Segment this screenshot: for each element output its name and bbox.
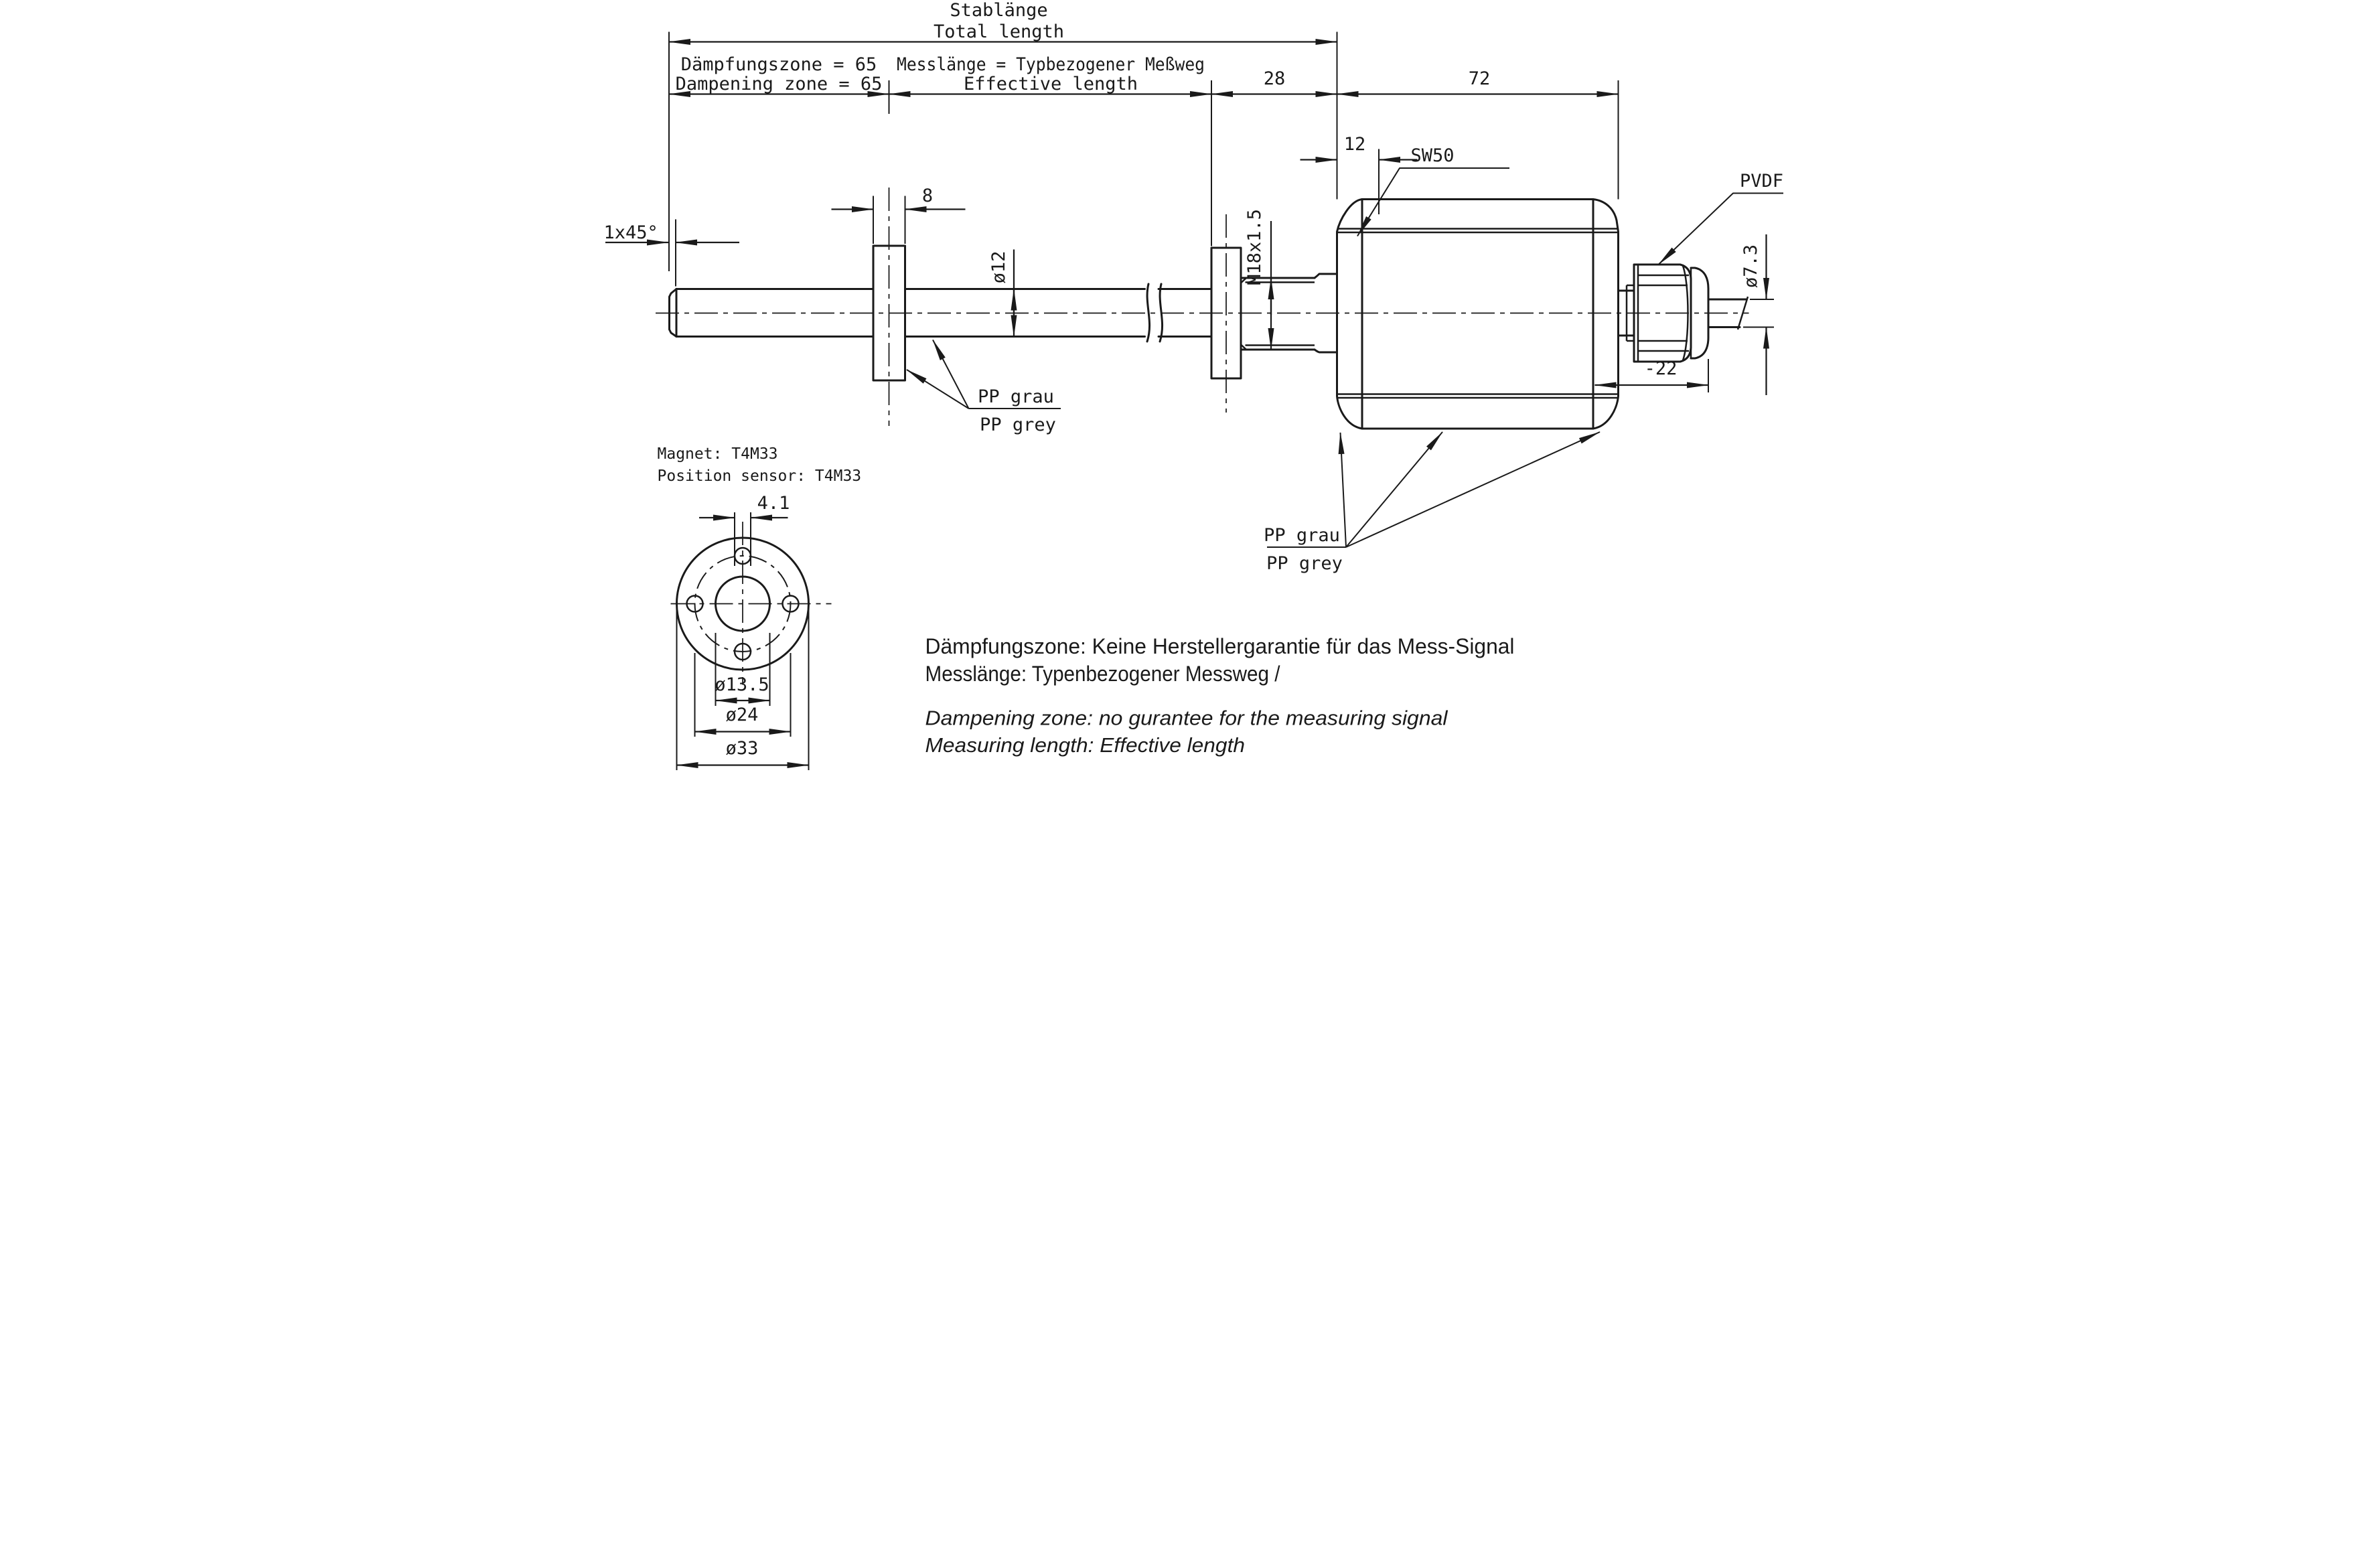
dimension-lines [605,39,1769,768]
dim-text-thread: M18x1.5 [1244,209,1265,285]
dim-text-rod-dia: ø12 [988,251,1009,284]
note-en-line2: Measuring length: Effective length [925,733,1245,757]
label-pp-grey-right: PP grey [1266,553,1343,574]
pvdf-leader [1657,192,1783,265]
rod-break-line [1159,283,1163,343]
dim-text-72: 72 [1468,68,1490,89]
rod-break-line [1146,283,1150,343]
note-block: Dämpfungszone: Keine Herstellergarantie … [925,634,1514,757]
label-pvdf: PVDF [1739,171,1783,192]
bolt-circle-d24 [694,555,791,652]
hole-right [781,595,800,613]
label-pp-grau-left: PP grau [978,386,1054,407]
label-pp-grey-left: PP grey [980,415,1056,435]
note-de-line2: Messlänge: Typenbezogener Messweg / [925,662,1280,686]
sensor-dimension-drawing: Stablänge Total length Dämpfungszone = 6… [603,0,1783,770]
magnet-ring-side-view [872,244,906,382]
label-total-length: Total length [933,21,1063,42]
gland-dome-pvdf [1690,267,1709,360]
label-stablaenge: Stablänge [950,0,1047,21]
center-hole-d135 [714,575,771,632]
label-dampening-zone: Dampening zone = 65 [675,74,882,94]
sensor-rod [668,283,1212,343]
label-magnet-type: Magnet: T4M33 [657,445,777,463]
sw50-leader [1356,167,1509,237]
label-pp-grau-right: PP grau [1264,525,1340,546]
label-chamfer-1x45: 1x45° [603,222,658,243]
thread-neck-top [1313,273,1338,279]
cable-cut-line [1736,296,1749,330]
thread-neck-bottom [1313,348,1338,354]
label-position-sensor-type: Position sensor: T4M33 [657,467,861,485]
magnet-front-view [675,536,810,671]
hole-left [685,595,704,613]
label-effective-length: Effective length [963,74,1137,94]
technical-drawing-page: Stablänge Total length Dämpfungszone = 6… [595,0,1785,772]
pp-flange-side-view [1210,246,1242,380]
dim-text-d33: ø33 [725,738,758,759]
dim-text-8: 8 [921,186,932,206]
centerlines [655,188,1749,685]
dim-text-28: 28 [1263,68,1285,89]
label-messlaenge: Messlänge = Typbezogener Meßweg [897,54,1205,75]
thread-section [1240,273,1338,354]
note-de-line1: Dämpfungszone: Keine Herstellergarantie … [925,634,1514,658]
leader-lines [905,167,1783,548]
outer-circle-d33 [675,536,810,671]
drawing-labels: Stablänge Total length Dämpfungszone = 6… [603,0,1783,759]
hole-bottom [733,642,751,661]
dim-text-cable-dia: ø7.3 [1740,244,1761,288]
label-sw50: SW50 [1410,145,1454,166]
dim-text-d24: ø24 [725,705,758,725]
extension-lines [668,31,1774,770]
note-en-line1: Dampening zone: no gurantee for the meas… [925,707,1448,730]
cable-gland [1617,263,1749,363]
rod-tip-chamfer [668,288,677,338]
label-daempfungszone: Dämpfungszone = 65 [680,54,877,75]
dim-text-minus22: -22 [1644,358,1677,379]
dim-text-12: 12 [1343,134,1365,155]
hex-body-sw50 [1335,198,1619,430]
dim-text-41: 4.1 [757,493,790,514]
dim-text-d135: ø13.5 [715,674,769,695]
